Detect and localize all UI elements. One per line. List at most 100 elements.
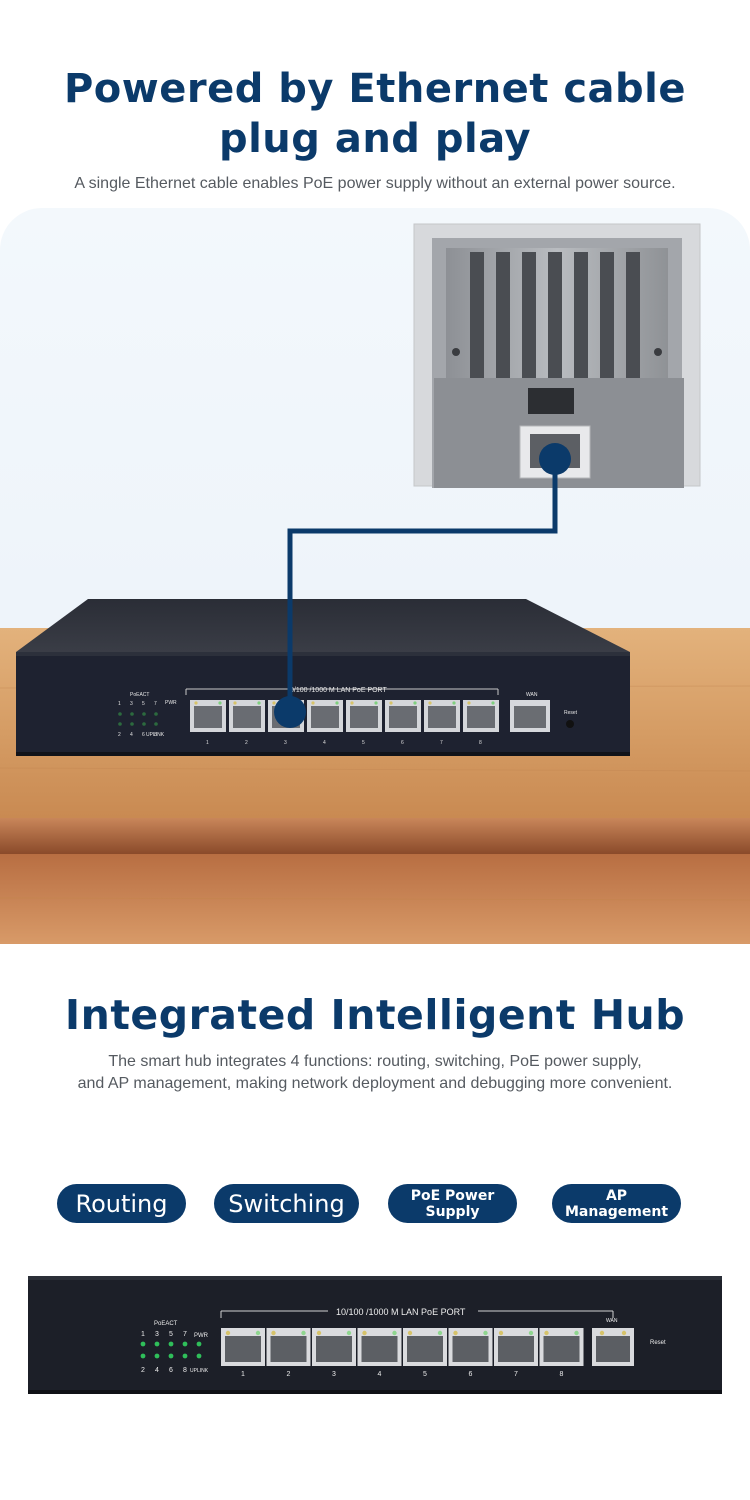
front-port-led <box>316 1330 322 1336</box>
front-lan-port-socket <box>270 1336 307 1362</box>
scene-led <box>130 722 134 726</box>
front-port-header: 10/100 /1000 M LAN PoE PORT <box>336 1307 466 1317</box>
scene-led-number: 5 <box>142 701 145 707</box>
scene-lan-port-socket <box>389 706 417 728</box>
front-led-number: 1 <box>141 1331 145 1338</box>
section1-title: Powered by Ethernet cable plug and play <box>0 64 750 164</box>
front-pwr-label: PWR <box>194 1333 209 1339</box>
scene-led <box>142 722 146 726</box>
front-port-led <box>362 1330 367 1336</box>
front-lan-port-socket <box>407 1336 443 1362</box>
front-led-number: 8 <box>183 1367 187 1374</box>
section1-title-line2: plug and play <box>218 116 532 162</box>
front-led-number: 6 <box>169 1367 173 1374</box>
scene-port-led <box>374 701 378 705</box>
scene-port-number: 7 <box>440 740 443 746</box>
front-port-led <box>407 1330 413 1336</box>
front-port-number: 7 <box>514 1371 518 1378</box>
section2-subtitle-line2: and AP management, making network deploy… <box>77 1075 673 1092</box>
scene-port-led <box>491 701 495 705</box>
front-led-number: 5 <box>169 1331 173 1338</box>
front-led <box>182 1341 188 1347</box>
front-port-led <box>225 1330 231 1336</box>
scene-lan-port-socket <box>428 706 456 728</box>
section1-title-line1: Powered by Ethernet cable <box>63 66 687 112</box>
section2-title: Integrated Intelligent Hub <box>64 991 686 1039</box>
front-port-led <box>528 1330 534 1336</box>
scene-port-led <box>389 701 393 705</box>
front-port-led <box>301 1330 306 1336</box>
front-port-led <box>483 1330 488 1336</box>
scene-led <box>118 722 122 726</box>
scene-port-led <box>272 701 276 705</box>
scene-lan-port-socket <box>467 706 495 728</box>
section1-subtitle: A single Ethernet cable enables PoE powe… <box>74 175 676 192</box>
scene-port-led <box>218 701 222 705</box>
scene-lan-port-socket <box>233 706 261 728</box>
front-led <box>140 1341 146 1347</box>
scene-port-led <box>413 701 417 705</box>
scene-port-led <box>452 701 456 705</box>
front-port-led <box>346 1330 352 1336</box>
scene-led-number: 1 <box>118 701 121 707</box>
scene-port-number: 3 <box>284 740 287 746</box>
scene-port-number: 4 <box>323 740 326 746</box>
scene-lan-port-socket <box>194 706 222 728</box>
wall-ap-device <box>413 223 701 488</box>
front-port-number: 3 <box>332 1371 336 1378</box>
scene-reset-label: Reset <box>564 710 578 716</box>
scene-led <box>118 712 122 716</box>
scene-port-led <box>467 701 471 705</box>
front-port-led <box>255 1330 261 1336</box>
switch-front-illustration: 10/100 /1000 M LAN PoE PORT PoEACT PWR U… <box>28 1276 722 1394</box>
front-led-number: 3 <box>155 1331 159 1338</box>
scene-led <box>142 712 146 716</box>
front-port-led <box>437 1330 443 1336</box>
feature-pill-poe: PoE Power Supply <box>388 1184 517 1223</box>
scene-port-led <box>194 701 198 705</box>
front-lan-port-socket <box>543 1336 580 1362</box>
scene-lan-port-socket <box>350 706 378 728</box>
front-port-led <box>498 1330 504 1336</box>
front-port-led <box>453 1330 458 1336</box>
front-led <box>182 1353 188 1359</box>
scene-led-number: 3 <box>130 701 133 707</box>
front-port-led <box>271 1330 276 1336</box>
front-port-number: 8 <box>560 1371 564 1378</box>
front-leds <box>140 1341 202 1359</box>
front-lan-port-socket <box>361 1336 398 1362</box>
front-uplink-label: UPLINK <box>190 1368 209 1374</box>
scene-pwr-label: PWR <box>165 700 177 706</box>
front-poeact-label: PoEACT <box>154 1321 178 1327</box>
switch-front-panel: 10/100 /1000 M LAN PoE PORT PoEACT PWR U… <box>28 1276 722 1401</box>
front-port-led <box>392 1330 397 1336</box>
front-led-number: 7 <box>183 1331 187 1338</box>
scene-led-number: 7 <box>154 701 157 707</box>
front-port-led <box>574 1330 579 1336</box>
front-port-number: 5 <box>423 1371 427 1378</box>
front-lan-port-socket <box>498 1336 534 1362</box>
front-lan-port-socket <box>225 1336 261 1362</box>
front-uplink-led <box>196 1353 202 1359</box>
feature-pills: Routing Switching PoE Power Supply AP Ma… <box>0 1184 750 1224</box>
front-port-number: 4 <box>378 1371 382 1378</box>
scene-port-led <box>428 701 432 705</box>
scene-port-led <box>335 701 339 705</box>
switch-device-scene: 0/100 /1000 M LAN PoE PORT PoEACT PWR UP… <box>16 599 630 756</box>
scene-illustration: 0/100 /1000 M LAN PoE PORT PoEACT PWR UP… <box>0 223 750 944</box>
front-reset-label: Reset <box>650 1340 666 1346</box>
scene-port-number: 6 <box>401 740 404 746</box>
scene-led-number: 8 <box>154 732 157 738</box>
front-wan-label: WAN <box>606 1318 618 1324</box>
scene-port-led <box>233 701 237 705</box>
feature-pill-ap: AP Management <box>552 1184 681 1223</box>
scene-port-number: 8 <box>479 740 482 746</box>
front-led-number: 2 <box>141 1367 145 1374</box>
scene-led-number: 6 <box>142 732 145 738</box>
scene-port-header: 0/100 /1000 M LAN PoE PORT <box>290 687 387 694</box>
section2-subtitle-line1: The smart hub integrates 4 functions: ro… <box>108 1053 642 1070</box>
scene-lan-port-socket <box>311 706 339 728</box>
